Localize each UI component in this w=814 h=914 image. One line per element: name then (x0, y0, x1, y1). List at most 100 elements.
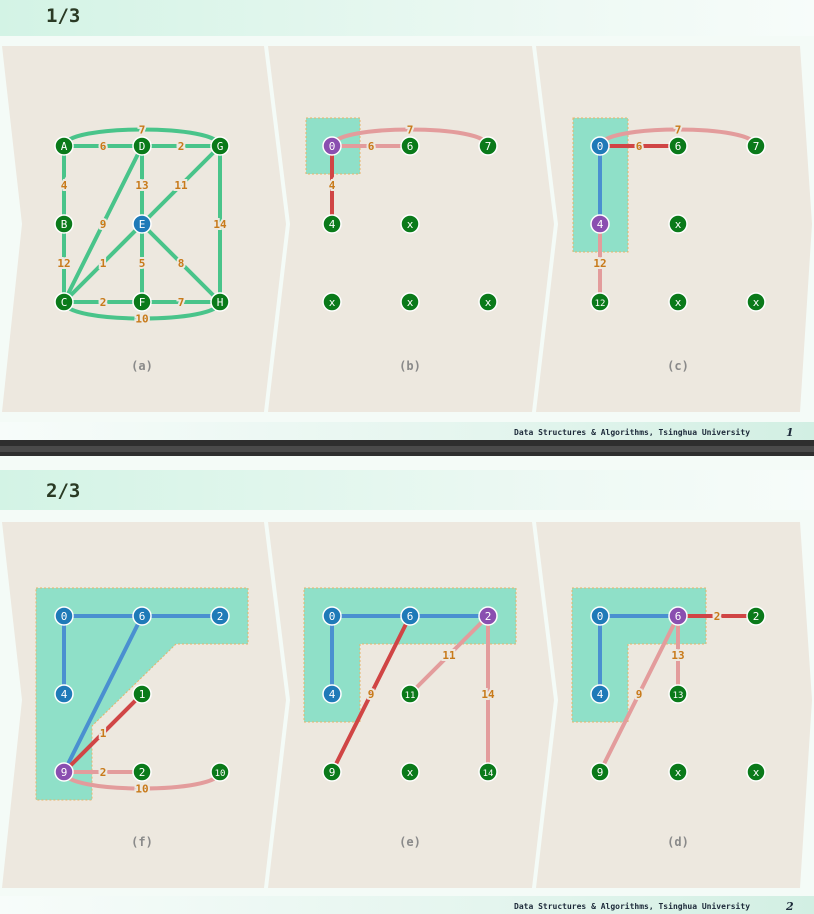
node-label: 9 (329, 766, 336, 779)
node-label: 9 (597, 766, 604, 779)
node-circle (322, 292, 342, 312)
node-circle (322, 684, 342, 704)
node-circle (54, 292, 74, 312)
node-circle (132, 606, 152, 626)
footer-bar: Data Structures & Algorithms, Tsinghua U… (0, 896, 814, 914)
panel-caption: (e) (399, 835, 421, 849)
node-circle (322, 762, 342, 782)
node-label: 4 (329, 688, 336, 701)
node: 12 (590, 292, 610, 312)
node-label: E (139, 218, 146, 231)
node: B (54, 214, 74, 234)
edge-weight: 1 (100, 727, 107, 740)
edge (330, 614, 412, 774)
node-label: x (753, 296, 760, 309)
node-circle (400, 762, 420, 782)
edge-weight: 7 (139, 124, 146, 137)
node: 2 (210, 606, 230, 626)
slide-title: 2/3 (46, 480, 81, 502)
edge-weight: 7 (675, 124, 682, 137)
node: x (400, 214, 420, 234)
node-label: 0 (329, 610, 336, 623)
node-circle (322, 214, 342, 234)
node-label: 6 (675, 610, 682, 623)
footer-text: Data Structures & Algorithms, Tsinghua U… (514, 902, 751, 911)
node-circle (132, 214, 152, 234)
edge-weight: 8 (178, 257, 185, 270)
node-label: x (407, 766, 414, 779)
node: 4 (590, 214, 610, 234)
node: 6 (400, 136, 420, 156)
node-label: 4 (597, 688, 604, 701)
node-label: x (675, 766, 682, 779)
edge-weight: 2 (100, 766, 107, 779)
edge-weight: 12 (593, 257, 606, 270)
node: 0 (590, 606, 610, 626)
node: H (210, 292, 230, 312)
node: 0 (322, 136, 342, 156)
node-circle (746, 136, 766, 156)
node-label: 13 (673, 691, 684, 701)
node: x (400, 292, 420, 312)
edge-weight: 14 (213, 218, 227, 231)
node-label: 6 (407, 610, 414, 623)
node: x (668, 292, 688, 312)
node-label: 6 (675, 140, 682, 153)
node: 2 (746, 606, 766, 626)
edge-weight: 10 (135, 783, 148, 796)
node-circle (590, 762, 610, 782)
node: x (478, 292, 498, 312)
edge-weight: 4 (61, 179, 68, 192)
node-circle (590, 292, 610, 312)
node: C (54, 292, 74, 312)
title-bar: 1/3 (0, 0, 814, 36)
node-label: 2 (217, 610, 224, 623)
node: x (668, 762, 688, 782)
node-label: 2 (139, 766, 146, 779)
node: 0 (590, 136, 610, 156)
node-circle (54, 684, 74, 704)
node: 14 (478, 762, 498, 782)
edge-weight: 7 (178, 296, 185, 309)
node-circle (400, 606, 420, 626)
edge-weight: 6 (100, 140, 107, 153)
node: 9 (322, 762, 342, 782)
node: A (54, 136, 74, 156)
node-circle (322, 136, 342, 156)
node-label: A (61, 140, 68, 153)
node-circle (746, 292, 766, 312)
edge-weight: 9 (368, 688, 375, 701)
slide-separator (0, 446, 814, 452)
edge-weight: 12 (57, 257, 70, 270)
node: 4 (322, 214, 342, 234)
node: 2 (478, 606, 498, 626)
node-label: x (407, 296, 414, 309)
slide-title: 1/3 (46, 5, 81, 27)
node-label: x (485, 296, 492, 309)
node: 6 (132, 606, 152, 626)
page-number: 1 (786, 426, 794, 439)
node: 11 (400, 684, 420, 704)
edge-weight: 4 (329, 179, 336, 192)
node-label: 10 (215, 769, 226, 779)
node-circle (210, 606, 230, 626)
node: 9 (54, 762, 74, 782)
edge (598, 614, 680, 774)
node-label: G (217, 140, 224, 153)
panel-caption: (d) (667, 835, 689, 849)
edge-weight: 6 (636, 140, 643, 153)
edge-weight: 10 (135, 313, 148, 326)
node-label: 1 (139, 688, 146, 701)
node-circle (590, 606, 610, 626)
node-circle (132, 292, 152, 312)
node-label: 7 (485, 140, 492, 153)
node: 10 (210, 762, 230, 782)
node-circle (668, 684, 688, 704)
node: x (322, 292, 342, 312)
